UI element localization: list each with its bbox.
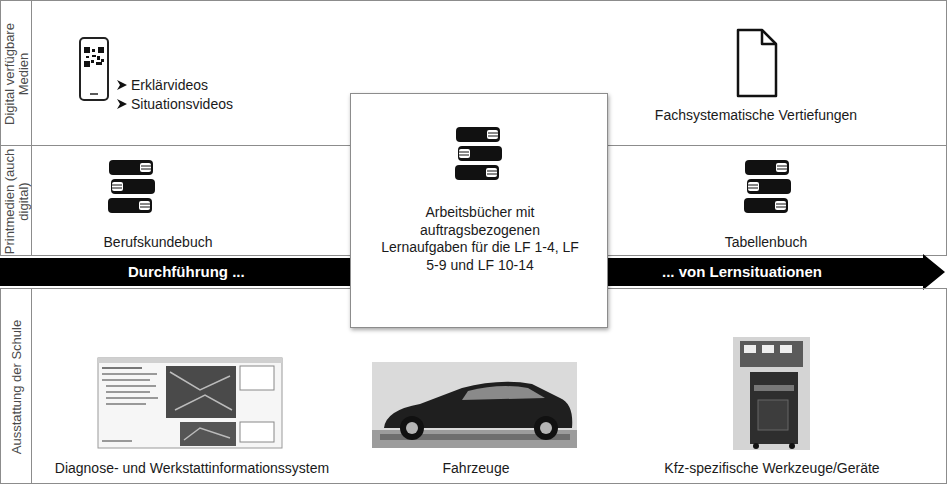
band-heading: Printmedien (auch digital) bbox=[1, 146, 32, 257]
item-caption: Fahrzeuge bbox=[443, 460, 510, 477]
band-divider bbox=[31, 0, 32, 484]
band-heading: Ausstattung der Schule bbox=[1, 289, 32, 484]
item-caption: Diagnose- und Werkstattinformationssyste… bbox=[55, 460, 329, 477]
band-heading: Digital verfügbare Medien bbox=[1, 1, 32, 147]
item-caption: Kfz-spezifische Werkzeuge/Geräte bbox=[664, 460, 879, 477]
bullet-arrow bbox=[117, 80, 127, 109]
book-icon bbox=[744, 160, 791, 213]
item-caption: Tabellenbuch bbox=[725, 234, 808, 251]
item-caption: Berufskundebuch bbox=[104, 234, 213, 251]
vehicle-photo bbox=[372, 362, 577, 448]
document-icon bbox=[738, 30, 776, 96]
item-caption: Situationsvideos bbox=[131, 96, 233, 113]
arrow-label: Durchführung ... bbox=[128, 263, 245, 281]
arrow-label: ... von Lernsituationen bbox=[662, 263, 822, 281]
box-text: Arbeitsbücher mit auftragsbezogenen Lern… bbox=[375, 204, 585, 274]
phone-qr-icon bbox=[80, 38, 108, 100]
book-icon bbox=[455, 127, 502, 180]
tool-device-photo bbox=[733, 337, 810, 450]
diagnosis-screenshot bbox=[98, 358, 282, 448]
item-caption: Fachsystematische Vertiefungen bbox=[655, 107, 857, 124]
item-caption: Erklärvideos bbox=[131, 77, 208, 94]
workbook-box: Arbeitsbücher mit auftragsbezogenen Lern… bbox=[350, 93, 608, 328]
book-icon bbox=[108, 160, 155, 213]
